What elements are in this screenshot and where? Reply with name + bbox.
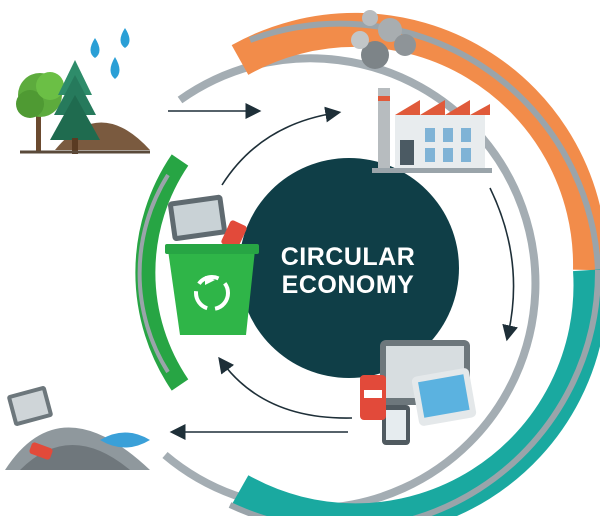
teal-arc-edge xyxy=(228,269,600,516)
center-title-line2: ECONOMY xyxy=(281,271,415,299)
arrow-to-recycle xyxy=(218,356,353,419)
center-title-line1: CIRCULAR xyxy=(280,243,416,271)
center-circle xyxy=(239,158,459,378)
recycle-bin-icon xyxy=(165,194,259,335)
nature-resources-icon xyxy=(16,60,150,154)
arrow-to-products xyxy=(489,187,518,342)
green-arc xyxy=(135,154,189,391)
arrow-to-factory xyxy=(221,106,342,186)
green-arc-inner-edge xyxy=(137,173,170,374)
water-drops-icon xyxy=(90,28,130,79)
orange-arc-edge xyxy=(248,20,600,271)
factory-icon xyxy=(372,88,492,173)
smoke-icon xyxy=(351,10,416,69)
teal-arc xyxy=(231,269,600,516)
center-title: CIRCULAR ECONOMY xyxy=(243,243,453,299)
electronics-products-icon xyxy=(360,340,477,445)
landfill-waste-icon xyxy=(5,386,150,470)
